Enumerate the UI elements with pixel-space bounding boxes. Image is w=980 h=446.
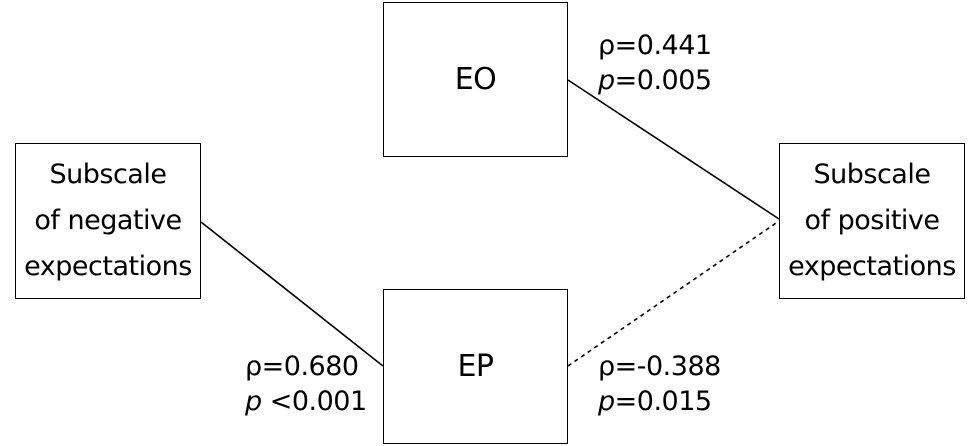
- node-positive-line-1: Subscale: [813, 159, 931, 190]
- p-value: <0.001: [261, 386, 367, 417]
- node-positive-line-3: expectations: [788, 251, 956, 282]
- rho-value: ρ=-0.388: [598, 351, 721, 382]
- p-symbol: p: [245, 386, 262, 417]
- edge-label-negative-ep: ρ=0.680 p <0.001: [245, 349, 367, 419]
- edge-label-eo-positive: ρ=0.441 p=0.005: [598, 28, 712, 98]
- node-positive-line-2: of positive: [804, 205, 940, 236]
- edge-negative-ep: [200, 221, 384, 367]
- edge-eo-positive: [567, 79, 780, 220]
- p-value: =0.005: [614, 65, 712, 96]
- p-symbol: p: [598, 386, 615, 417]
- node-negative-line-3: expectations: [24, 251, 192, 282]
- node-eo: EO: [383, 2, 568, 157]
- p-symbol: p: [598, 65, 615, 96]
- node-ep: EP: [383, 289, 568, 444]
- edge-ep-positive: [567, 220, 780, 367]
- node-positive-expectations: Subscale of positive expectations: [779, 143, 965, 299]
- rho-value: ρ=0.441: [598, 30, 712, 61]
- node-negative-text: Subscale of negative expectations: [24, 152, 192, 290]
- node-negative-line-1: Subscale: [49, 159, 167, 190]
- p-value-line: p=0.015: [598, 384, 721, 419]
- node-negative-expectations: Subscale of negative expectations: [15, 143, 201, 299]
- node-negative-line-2: of negative: [34, 205, 182, 236]
- p-value-line: p=0.005: [598, 63, 712, 98]
- edge-label-ep-positive: ρ=-0.388 p=0.015: [598, 349, 721, 419]
- p-value: =0.015: [614, 386, 712, 417]
- node-eo-label: EO: [454, 61, 497, 97]
- node-positive-text: Subscale of positive expectations: [788, 152, 956, 290]
- rho-value: ρ=0.680: [245, 351, 359, 382]
- p-value-line: p <0.001: [245, 384, 367, 419]
- node-ep-label: EP: [457, 348, 494, 384]
